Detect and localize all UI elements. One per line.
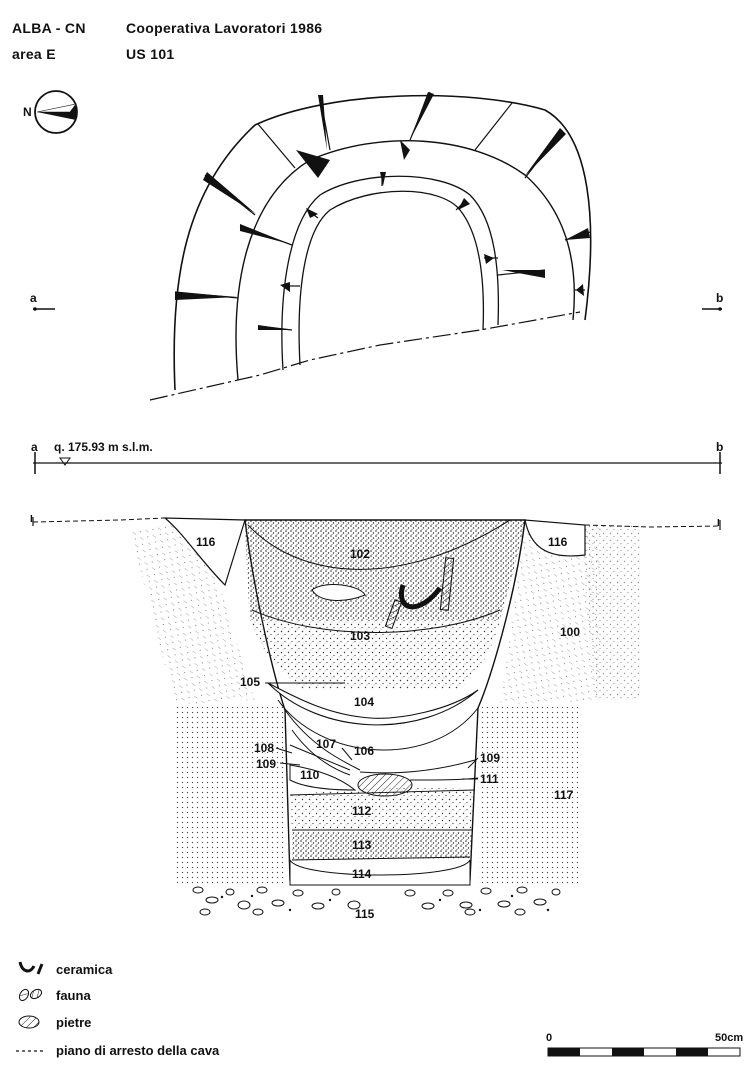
scale-end: 50cm — [715, 1032, 744, 1044]
unit-108: 108 — [254, 741, 274, 755]
legend-pietre-label: pietre — [56, 1015, 92, 1030]
north-arrow-icon — [34, 90, 78, 134]
pietre-icon — [18, 1015, 40, 1029]
unit-100: 100 — [560, 625, 580, 639]
scale-start: 0 — [546, 1032, 553, 1044]
cooperative-label: Cooperativa Lavoratori 1986 — [126, 20, 323, 36]
unit-116-left: 116 — [196, 535, 216, 549]
fauna-icon — [18, 988, 43, 1002]
unit-105: 105 — [240, 675, 260, 689]
section-view: I I — [30, 514, 721, 921]
plan-point-b: b — [716, 291, 723, 305]
legend-cava-label: piano di arresto della cava — [56, 1043, 220, 1058]
unit-117: 117 — [554, 788, 574, 802]
unit-106: 106 — [354, 744, 374, 758]
north-label: N — [23, 105, 32, 119]
unit-112: 112 — [352, 804, 372, 818]
unit-107: 107 — [316, 737, 336, 751]
unit-109-right: 109 — [480, 751, 500, 765]
section-point-a: a — [31, 440, 38, 454]
unit-115: 115 — [355, 907, 375, 921]
elevation-label: q. 175.93 m s.l.m. — [54, 440, 153, 454]
legend-fauna-label: fauna — [56, 988, 91, 1003]
plan-point-a: a — [30, 291, 37, 305]
us-label: US 101 — [126, 46, 175, 62]
area-label: area E — [12, 46, 56, 62]
section-line: a b q. 175.93 m s.l.m. — [31, 440, 723, 474]
unit-110: 110 — [300, 768, 320, 782]
ceramica-icon — [18, 961, 44, 975]
unit-116-right: 116 — [548, 535, 568, 549]
plan-view: N — [23, 90, 723, 401]
unit-114: 114 — [352, 867, 372, 881]
legend-cava: piano di arresto della cava — [18, 1043, 219, 1058]
unit-113: 113 — [352, 838, 372, 852]
legend-ceramica-label: ceramica — [56, 962, 113, 977]
legend-pietre: pietre — [18, 1015, 91, 1030]
legend-fauna: fauna — [18, 988, 91, 1003]
unit-102: 102 — [350, 547, 370, 561]
unit-103: 103 — [350, 629, 370, 643]
section-point-b: b — [716, 440, 723, 454]
unit-104: 104 — [354, 695, 374, 709]
section-mark-right: I — [717, 518, 720, 529]
unit-109-left: 109 — [256, 757, 276, 771]
legend-ceramica: ceramica — [18, 962, 112, 977]
scale-bar — [547, 1047, 741, 1057]
unit-111: 111 — [480, 772, 499, 786]
section-mark-left: I — [30, 514, 33, 525]
legend-symbols — [16, 961, 44, 1052]
site-label: ALBA - CN — [12, 20, 86, 36]
